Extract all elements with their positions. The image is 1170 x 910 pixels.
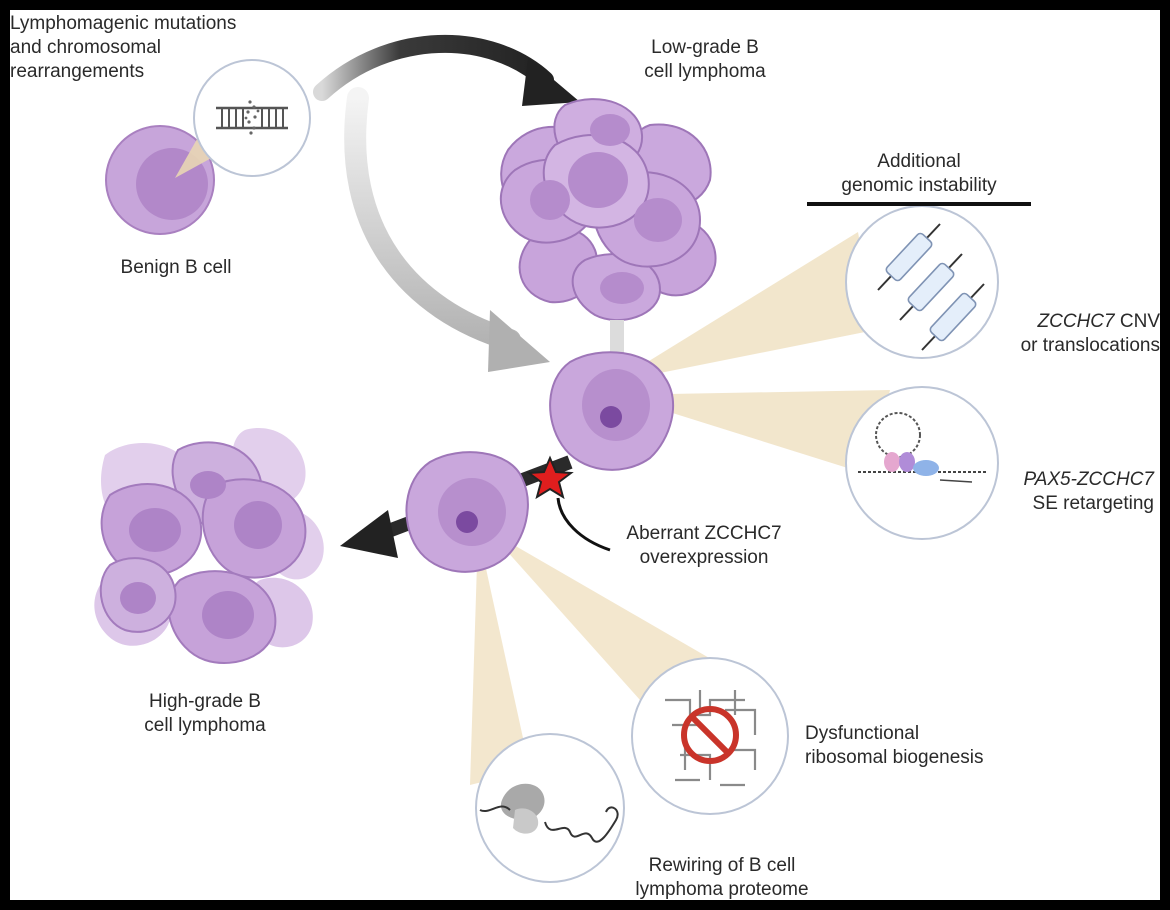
diagram-art [94, 34, 999, 883]
pax5-label: PAX5-ZCCHC7 SE retargeting [970, 468, 1154, 516]
dna-ladder-icon [193, 59, 311, 177]
mutations-line-2: and chromosomal [10, 37, 162, 58]
proteome-line-2: lymphoma proteome [635, 879, 809, 900]
aberrant-label: Aberrant ZCCHC7 overexpression [610, 522, 798, 570]
cnv-line-1: ZCCHC7 CNV [970, 310, 1160, 334]
pax5-line-2: SE retargeting [1032, 493, 1154, 514]
cnv-gene-name: ZCCHC7 [1037, 311, 1115, 332]
aberrant-line-1: Aberrant ZCCHC7 [626, 523, 782, 544]
additional-line-2: genomic instability [841, 175, 997, 196]
magnification-beams [470, 232, 890, 785]
additional-line-1: Additional [877, 151, 961, 172]
chromosome-segments-icon [845, 205, 999, 359]
ribosomal-label: Dysfunctional ribosomal biogenesis [805, 722, 984, 770]
aberrant-line-2: overexpression [639, 547, 769, 568]
benign-b-cell [105, 125, 235, 235]
proteome-line-1: Rewiring of B cell [648, 855, 796, 876]
low-grade-line-2: cell lymphoma [644, 61, 766, 82]
dna-loop-icon [845, 386, 999, 540]
high-grade-cell [405, 451, 529, 573]
mutations-line-1: Lymphomagenic mutations [10, 13, 237, 34]
heading-divider [807, 202, 1031, 206]
protein-chain-icon [475, 733, 625, 883]
proteome-label: Rewiring of B cell lymphoma proteome [622, 854, 822, 900]
ribosomal-line-2: ribosomal biogenesis [805, 747, 984, 768]
ribosomal-line-1: Dysfunctional [805, 723, 920, 744]
benign-b-cell-label: Benign B cell [120, 257, 232, 278]
pax5-line-1: PAX5-ZCCHC7 [970, 468, 1154, 492]
pax5-gene-name: PAX5-ZCCHC7 [1023, 469, 1154, 490]
star-icon [526, 455, 574, 500]
high-grade-label: High-grade B cell lymphoma [110, 690, 300, 738]
figure-panel: Lymphomagenic mutations and chromosomal … [10, 10, 1160, 900]
transforming-cell [549, 351, 675, 471]
low-grade-lymphoma-cluster [499, 98, 717, 322]
mutations-label: Lymphomagenic mutations and chromosomal … [10, 12, 236, 84]
high-grade-line-2: cell lymphoma [144, 715, 266, 736]
mutations-line-3: rearrangements [10, 61, 145, 82]
cnv-line-2: or translocations [1020, 335, 1160, 356]
progression-arrow-gray [344, 87, 550, 372]
cnv-suffix: CNV [1114, 311, 1160, 332]
progression-arrow-top [313, 34, 580, 106]
connector-line [610, 320, 624, 354]
ribosome-prohibited-icon [631, 657, 789, 815]
cnv-label: ZCCHC7 CNV or translocations [970, 310, 1160, 358]
high-grade-lymphoma-cluster [94, 428, 324, 664]
high-grade-line-1: High-grade B [149, 691, 261, 712]
low-grade-line-1: Low-grade B [651, 37, 759, 58]
annotation-pointer [556, 497, 611, 552]
additional-instability-heading: Additional genomic instability [807, 150, 1031, 198]
low-grade-label: Low-grade B cell lymphoma [605, 36, 805, 84]
